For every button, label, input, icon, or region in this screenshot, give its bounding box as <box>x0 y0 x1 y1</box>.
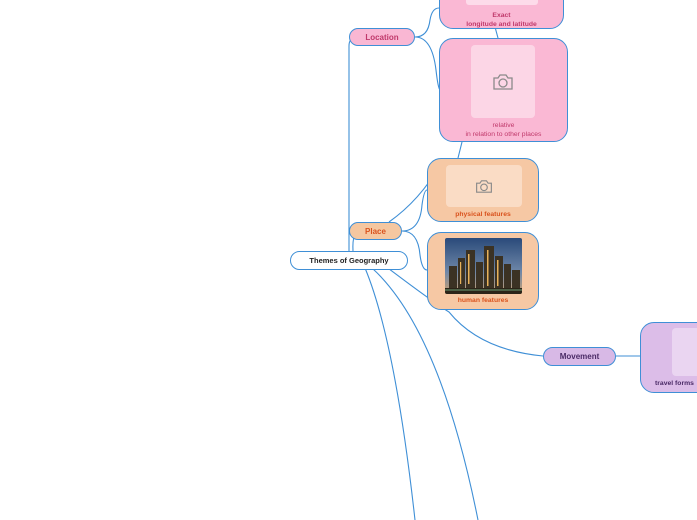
travel-forms-label: travel forms <box>655 380 694 387</box>
topic-place[interactable]: Place <box>349 222 402 240</box>
root-topic-themes-of-geography[interactable]: Themes of Geography <box>290 251 408 270</box>
exact-label-line1: Exact <box>492 12 511 19</box>
camera-icon <box>476 179 492 193</box>
exact-location-image <box>466 0 538 5</box>
topic-movement[interactable]: Movement <box>543 347 616 366</box>
relative-location-label: relative in relation to other places <box>440 121 567 139</box>
relative-label-line1: relative <box>492 122 515 129</box>
subtopic-exact-location[interactable]: Exact longitude and latitude <box>439 0 564 29</box>
exact-label-line2: longitude and latitude <box>466 21 537 28</box>
subtopic-physical-features[interactable]: physical features <box>427 158 539 222</box>
image-placeholder[interactable] <box>446 165 522 207</box>
camera-icon <box>493 73 513 90</box>
relative-label-line2: in relation to other places <box>465 131 542 138</box>
city-skyline-image <box>445 238 522 294</box>
image-placeholder[interactable] <box>471 45 535 118</box>
subtopic-travel-forms[interactable]: travel forms <box>640 322 697 393</box>
subtopic-human-features[interactable]: human features <box>427 232 539 310</box>
human-features-label: human features <box>457 297 509 304</box>
topic-location[interactable]: Location <box>349 28 415 46</box>
subtopic-relative-location[interactable]: relative in relation to other places <box>439 38 568 142</box>
image-placeholder[interactable] <box>672 328 697 376</box>
physical-features-label: physical features <box>455 211 511 218</box>
exact-location-label: Exact longitude and latitude <box>440 11 563 29</box>
